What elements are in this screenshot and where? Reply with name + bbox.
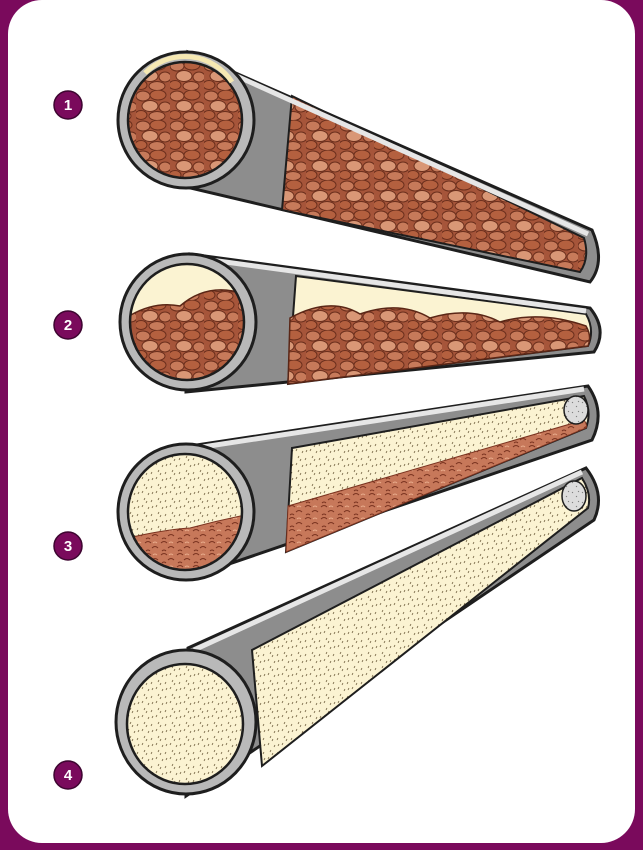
pipe-4-end [562,481,586,511]
badge-2-label: 2 [64,317,72,334]
pipe-4-opening [127,664,243,784]
badge-1-label: 1 [64,97,72,114]
badge-2: 2 [54,311,82,339]
badge-3-label: 3 [64,538,72,555]
badge-3: 3 [54,532,82,560]
pipe-3-end [564,396,588,424]
pipe-1-opening [128,62,242,178]
badge-4-label: 4 [64,767,73,784]
badge-4: 4 [54,761,82,789]
badge-1: 1 [54,91,82,119]
